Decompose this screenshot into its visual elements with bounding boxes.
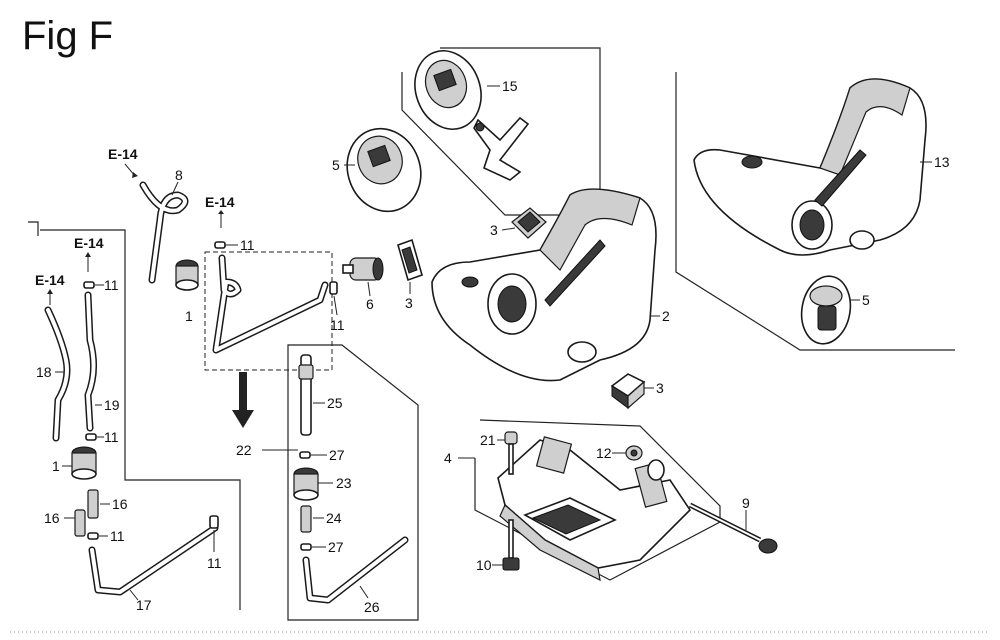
fuel-cap-15 xyxy=(414,50,530,181)
part-label-13: 13 xyxy=(934,154,950,170)
part-label-16-b: 16 xyxy=(44,510,60,526)
left-hose-column xyxy=(40,229,241,610)
part-label-11-c: 11 xyxy=(330,317,345,333)
part-label-8: 8 xyxy=(175,167,183,183)
fuel-cap-5-lower xyxy=(800,275,852,345)
part-label-12: 12 xyxy=(596,445,612,461)
part-label-27-a: 27 xyxy=(329,447,345,463)
clip-3-lower xyxy=(610,373,646,410)
part-label-27-b: 27 xyxy=(328,539,344,555)
part-label-11-e: 11 xyxy=(110,528,125,544)
fuel-filter-23 xyxy=(293,467,319,501)
e14-ref-4: E-14 xyxy=(35,272,65,288)
part-label-25: 25 xyxy=(327,395,343,411)
fuel-tank-13 xyxy=(693,78,927,256)
part-label-11-f: 11 xyxy=(207,555,222,571)
fuel-hose-loop xyxy=(212,254,329,354)
hose-8 xyxy=(139,181,189,284)
part-label-23: 23 xyxy=(336,475,352,491)
part-label-2: 2 xyxy=(662,308,670,324)
part-label-5-b: 5 xyxy=(862,292,870,308)
coupler-24 xyxy=(300,505,312,533)
part-label-22: 22 xyxy=(236,442,252,458)
fuel-filter-1-upper xyxy=(175,259,199,291)
coupler-16-pair xyxy=(74,489,99,537)
fuel-tank-2 xyxy=(431,188,657,382)
tank-hose-frame xyxy=(28,221,39,236)
figure-title: Fig F xyxy=(22,14,114,58)
down-arrow-icon xyxy=(232,372,254,428)
cap-detail-frame xyxy=(401,47,601,216)
e14-ref-3: E-14 xyxy=(74,235,104,251)
filter-kit-frame xyxy=(287,344,419,621)
part-label-3-c: 3 xyxy=(656,380,664,396)
fuel-filter-1-lower xyxy=(71,446,97,480)
hose-25 xyxy=(298,354,314,436)
part-label-16-a: 16 xyxy=(112,496,128,512)
hose-8-dashed-frame xyxy=(204,251,333,371)
fuel-cap-5-upper xyxy=(346,127,422,213)
tank-bracket-4 xyxy=(497,436,692,582)
grommet-6 xyxy=(342,257,384,281)
part-label-1-a: 1 xyxy=(185,308,193,324)
e14-ref-1: E-14 xyxy=(108,146,138,162)
part-label-4: 4 xyxy=(444,450,452,466)
bolt-9 xyxy=(688,502,778,554)
hose-19 xyxy=(84,291,97,432)
part-label-21: 21 xyxy=(480,432,496,448)
part-label-9: 9 xyxy=(742,495,750,511)
e14-ref-2: E-14 xyxy=(205,194,235,210)
grommet-12 xyxy=(625,445,643,461)
part-label-3-a: 3 xyxy=(405,295,413,311)
collar xyxy=(647,459,665,481)
part-label-15: 15 xyxy=(502,78,518,94)
part-label-24: 24 xyxy=(326,510,342,526)
part-label-11-d: 11 xyxy=(104,429,119,445)
hose-18 xyxy=(44,306,71,442)
part-label-6: 6 xyxy=(366,296,374,312)
part-label-17: 17 xyxy=(136,597,152,613)
hose-26 xyxy=(302,536,409,604)
part-label-3-b: 3 xyxy=(490,222,498,238)
part-label-11-b: 11 xyxy=(104,277,119,293)
part-label-1-b: 1 xyxy=(52,458,60,474)
part-label-10: 10 xyxy=(476,557,492,573)
bolt-21 xyxy=(504,431,518,475)
alt-tank-frame xyxy=(675,72,955,351)
part-label-26: 26 xyxy=(364,599,380,615)
part-label-5-a: 5 xyxy=(332,157,340,173)
clip-3-tank xyxy=(511,207,547,239)
part-label-19: 19 xyxy=(104,397,120,413)
part-label-18: 18 xyxy=(36,364,52,380)
clip-3-small xyxy=(397,238,423,282)
part-label-11-a: 11 xyxy=(240,237,255,253)
bolt-10 xyxy=(502,519,520,571)
hose-17 xyxy=(88,524,219,596)
